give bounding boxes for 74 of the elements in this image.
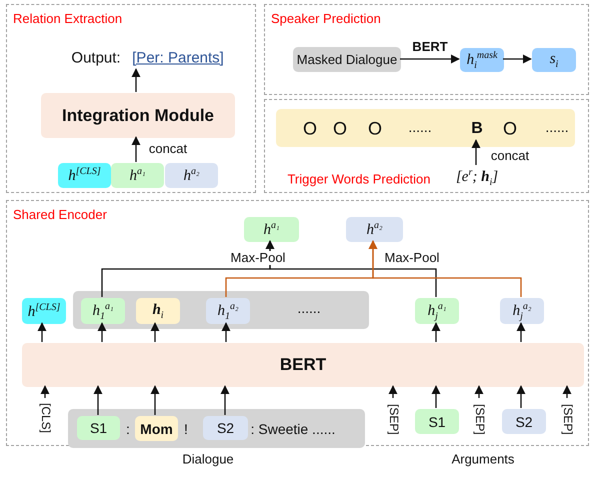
edge-label: Max-Pool — [228, 251, 288, 265]
vector-box: h$^{a₂}$ — [165, 163, 218, 188]
word-tag: Mom — [135, 416, 178, 441]
panel — [6, 200, 589, 446]
caption-text: Dialogue — [182, 452, 234, 466]
tag-label: B — [469, 117, 485, 141]
arrow — [471, 139, 481, 165]
arrow — [131, 68, 141, 92]
arrow — [562, 385, 572, 398]
vector-box: h$_{i}$ — [136, 298, 180, 324]
output-value: [Per: Parents] — [132, 50, 224, 66]
token-text: O — [503, 118, 517, 140]
vector-box: h$^{a₁}$ — [111, 163, 164, 188]
arrow — [37, 322, 47, 342]
arrow — [220, 385, 230, 415]
speaker-tag: S1 — [77, 416, 120, 440]
speaker-tag: S2 — [203, 416, 248, 440]
arrow — [474, 385, 484, 398]
token-text: O — [368, 118, 382, 140]
output-label: Output: — [71, 50, 121, 66]
panel — [6, 4, 256, 193]
token-label: [SEP] — [560, 399, 576, 439]
arrow — [265, 240, 437, 297]
arrow — [221, 322, 231, 342]
arrow — [388, 385, 398, 398]
panel-title: Shared Encoder — [13, 207, 107, 222]
token-text: ! — [184, 421, 188, 437]
encoder-band: BERT — [22, 343, 584, 387]
vector-box: h$^{[CLS]}$ — [58, 163, 111, 188]
edge-label: BERT — [410, 40, 450, 54]
input-box: Masked Dialogue — [293, 47, 401, 72]
arrow — [93, 385, 103, 415]
arrow — [150, 385, 160, 415]
panel — [264, 4, 589, 95]
token-text: : Sweetie ...... — [250, 421, 336, 437]
arrow — [131, 136, 141, 162]
panel-title: Trigger Words Prediction — [287, 172, 431, 186]
token-text: ...... — [297, 300, 321, 316]
tag-sequence-band — [276, 109, 575, 147]
panel-title: Speaker Prediction — [271, 11, 381, 26]
arrow — [368, 240, 522, 297]
dialogue-band — [68, 409, 365, 448]
formula-text: [e$^{r}$; h$_{i}$] — [441, 166, 513, 188]
vector-box: h$^{[CLS]}$ — [22, 298, 66, 324]
panel-title: Relation Extraction — [13, 11, 122, 26]
speaker-tag: S1 — [415, 409, 459, 434]
panel — [264, 99, 589, 193]
edge-label: concat — [146, 142, 190, 156]
token-text: : — [126, 421, 130, 437]
token-label: [SEP] — [472, 399, 488, 439]
arrow — [40, 385, 50, 398]
arrow — [431, 322, 441, 342]
token-label: [CLS] — [38, 399, 54, 437]
edge-label: concat — [488, 149, 532, 163]
group-caption: Arguments — [452, 452, 514, 466]
token-text: O — [333, 118, 347, 140]
speaker-tag: S2 — [502, 409, 546, 434]
token-text: ...... — [545, 119, 569, 135]
arrow — [516, 322, 526, 342]
arrow — [516, 385, 526, 408]
vector-box: h$^{a₁}$ — [244, 217, 299, 242]
arrow — [503, 54, 532, 64]
module-box: Integration Module — [41, 93, 235, 138]
edge-label: Max-Pool — [382, 251, 442, 265]
output-box: s$_{i}$ — [532, 48, 576, 72]
arrow — [400, 54, 460, 64]
token-text: O — [303, 118, 317, 140]
token-label: [SEP] — [386, 399, 402, 439]
token-band — [73, 291, 369, 329]
arrow — [97, 322, 107, 342]
arrow — [431, 385, 441, 408]
vector-box: h$^{a₂}$ — [346, 217, 403, 242]
token-text: ...... — [408, 119, 432, 135]
arrow — [150, 322, 160, 342]
